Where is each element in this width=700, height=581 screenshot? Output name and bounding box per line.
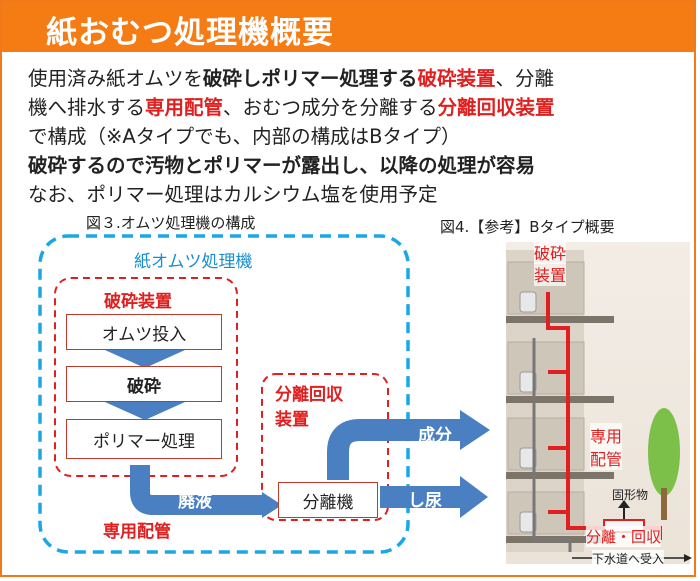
sewer-arrowhead bbox=[684, 554, 692, 562]
separator-label-2: 装置 bbox=[275, 410, 309, 430]
down-arrow-2 bbox=[105, 402, 185, 420]
separator-box: 分離機 bbox=[278, 482, 378, 518]
fig4-pipe-2: 配管 bbox=[590, 446, 623, 470]
gray-pipe bbox=[532, 338, 572, 552]
separator-outline bbox=[261, 373, 389, 521]
red-pipe-branches bbox=[548, 370, 568, 514]
step-crush: 破砕 bbox=[66, 366, 222, 402]
step-polymer: ポリマー処理 bbox=[66, 419, 222, 459]
step-diaper-input: オムツ投入 bbox=[66, 314, 222, 350]
waste-pipe-arrowhead bbox=[262, 492, 282, 518]
crusher-outline bbox=[54, 277, 238, 477]
intro-line-3: で構成（※Aタイプでも、内部の構成はBタイプ） bbox=[28, 125, 461, 148]
solids-arrowhead bbox=[618, 500, 630, 508]
separator-label-1: 分離回収 bbox=[275, 385, 343, 405]
toilet-units bbox=[519, 291, 537, 533]
fig3-caption: 図３.オムツ処理機の構成 bbox=[86, 214, 256, 232]
intro-line-2: 機へ排水する専用配管、おむつ成分を分離する分離回収装置 bbox=[28, 91, 555, 120]
waste-liquid-label: 廃液 bbox=[178, 492, 212, 512]
urine-arrowhead bbox=[460, 476, 488, 518]
fig4-separation-label: 分離・回収 bbox=[586, 526, 662, 547]
title-bar: 紙おむつ処理機概要 bbox=[2, 2, 694, 52]
down-arrow-1 bbox=[105, 350, 185, 368]
urine-label: し尿 bbox=[408, 491, 442, 511]
fig4-solids-label: 固形物 bbox=[612, 488, 649, 502]
intro-text: 使用済み紙オムツを bbox=[28, 67, 203, 90]
intro-highlight: 専用配管 bbox=[145, 96, 224, 119]
intro-text: 機へ排水する bbox=[28, 96, 146, 119]
fig4-sewer-label: 下水道へ受入 bbox=[592, 550, 665, 567]
intro-line-4: 破砕するので汚物とポリマーが露出し、以降の処理が容易 bbox=[28, 154, 536, 177]
component-arrowhead bbox=[460, 410, 490, 450]
page-title: 紙おむつ処理機概要 bbox=[46, 15, 334, 51]
machine-outline bbox=[38, 234, 410, 554]
waste-pipe bbox=[130, 465, 265, 515]
crusher-label: 破砕装置 bbox=[104, 292, 172, 312]
fig4-caption: 図4.【参考】Bタイプ概要 bbox=[440, 218, 615, 236]
tree-crown bbox=[648, 408, 680, 496]
component-label: 成分 bbox=[418, 426, 452, 446]
intro-line-1: 使用済み紙オムツを破砕しポリマー処理する破砕装置、分離 bbox=[28, 62, 554, 91]
fig4-crusher-2: 装置 bbox=[534, 262, 567, 286]
machine-label: 紙オムツ処理機 bbox=[134, 252, 253, 272]
urine-arrow bbox=[380, 486, 466, 508]
intro-highlight: 破砕装置 bbox=[417, 67, 496, 90]
fig4-pipe-1: 専用 bbox=[590, 423, 623, 447]
intro-text: 、分離 bbox=[495, 67, 554, 90]
intro-line-5: なお、ポリマー処理はカルシウム塩を使用予定 bbox=[28, 183, 438, 206]
pipe-label: 専用配管 bbox=[103, 522, 171, 542]
tree-trunk bbox=[661, 488, 667, 520]
fig4-crusher-1: 破砕 bbox=[534, 240, 567, 264]
component-arrow bbox=[327, 419, 470, 480]
intro-text: 、おむつ成分を分離する bbox=[223, 96, 438, 119]
intro-emphasis: 破砕しポリマー処理する bbox=[202, 67, 418, 90]
intro-highlight: 分離回収装置 bbox=[437, 96, 555, 119]
